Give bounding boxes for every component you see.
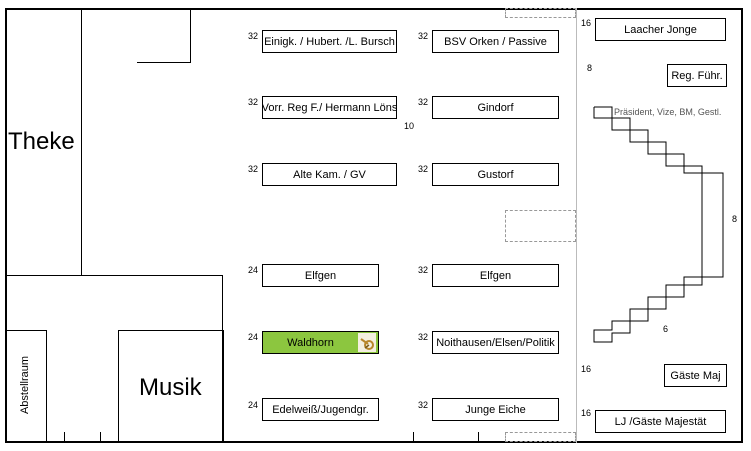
dashed-area-middle (505, 210, 576, 242)
seat-count: 32 (418, 97, 429, 107)
abstellraum-label: Abstellraum (19, 355, 31, 415)
table-waldhorn[interactable]: Waldhorn (262, 331, 379, 354)
table-gustorf[interactable]: Gustorf (432, 163, 559, 186)
seat-count: 16 (581, 408, 592, 418)
table-reg-fuehr[interactable]: Reg. Führ. (667, 64, 727, 87)
table-alte-kam[interactable]: Alte Kam. / GV (262, 163, 397, 186)
seat-count: 16 (581, 18, 592, 28)
table-vorr-reg[interactable]: Vorr. Reg F./ Hermann Löns (262, 96, 397, 119)
abstellraum-room (5, 330, 47, 443)
table-elfgen-right[interactable]: Elfgen (432, 264, 559, 287)
tick (100, 432, 101, 442)
tick (478, 432, 479, 442)
table-edelweiss[interactable]: Edelweiß/Jugendgr. (262, 398, 379, 421)
seat-count: 32 (418, 400, 429, 410)
seat-count: 32 (248, 97, 259, 107)
dashed-area-top (505, 8, 576, 18)
outer-wall-left (5, 8, 7, 443)
seat-count: 24 (248, 265, 259, 275)
horn-icon (358, 333, 376, 352)
dashed-area-bottom (505, 432, 576, 442)
table-einigkeit[interactable]: Einigk. / Hubert. /L. Bursch (262, 30, 397, 53)
upper-partition-v (190, 8, 191, 63)
lower-partition (222, 275, 223, 443)
stair-count-right: 8 (732, 214, 738, 224)
seat-count: 32 (418, 265, 429, 275)
seat-count: 24 (248, 332, 259, 342)
praesident-label: Präsident, Vize, BM, Gestl. (614, 107, 722, 117)
seat-count: 32 (418, 31, 429, 41)
seat-count: 16 (581, 364, 592, 374)
outer-wall-top (5, 8, 743, 10)
tick (413, 432, 414, 442)
outer-wall-right (741, 8, 743, 443)
table-gaeste-maj[interactable]: Gäste Maj (664, 364, 727, 387)
table-gindorf[interactable]: Gindorf (432, 96, 559, 119)
tick (64, 432, 65, 442)
musik-label: Musik (139, 374, 202, 401)
table-elfgen-left[interactable]: Elfgen (262, 264, 379, 287)
aisle-number: 10 (404, 121, 415, 131)
stair-count-bottom: 6 (663, 324, 669, 334)
seat-count: 32 (418, 332, 429, 342)
table-bsv-orken[interactable]: BSV Orken / Passive (432, 30, 559, 53)
seat-count: 32 (248, 164, 259, 174)
seat-count: 24 (248, 400, 259, 410)
table-junge-eiche[interactable]: Junge Eiche (432, 398, 559, 421)
seat-count: 32 (248, 31, 259, 41)
table-lj-gaeste[interactable]: LJ /Gäste Majestät (595, 410, 726, 433)
seat-count: 8 (587, 63, 593, 73)
head-table-staircase (593, 106, 724, 343)
upper-partition-h (137, 62, 191, 63)
floor-divider (5, 275, 223, 276)
theke-label: Theke (8, 128, 75, 155)
seat-count: 32 (418, 164, 429, 174)
table-laacher-jonge[interactable]: Laacher Jonge (595, 18, 726, 41)
musik-stage (118, 330, 224, 443)
aisle-divider (576, 8, 577, 443)
outer-wall-bottom (5, 441, 743, 443)
table-waldhorn-label: Waldhorn (287, 336, 334, 349)
table-noithausen[interactable]: Noithausen/Elsen/Politik (432, 331, 559, 354)
